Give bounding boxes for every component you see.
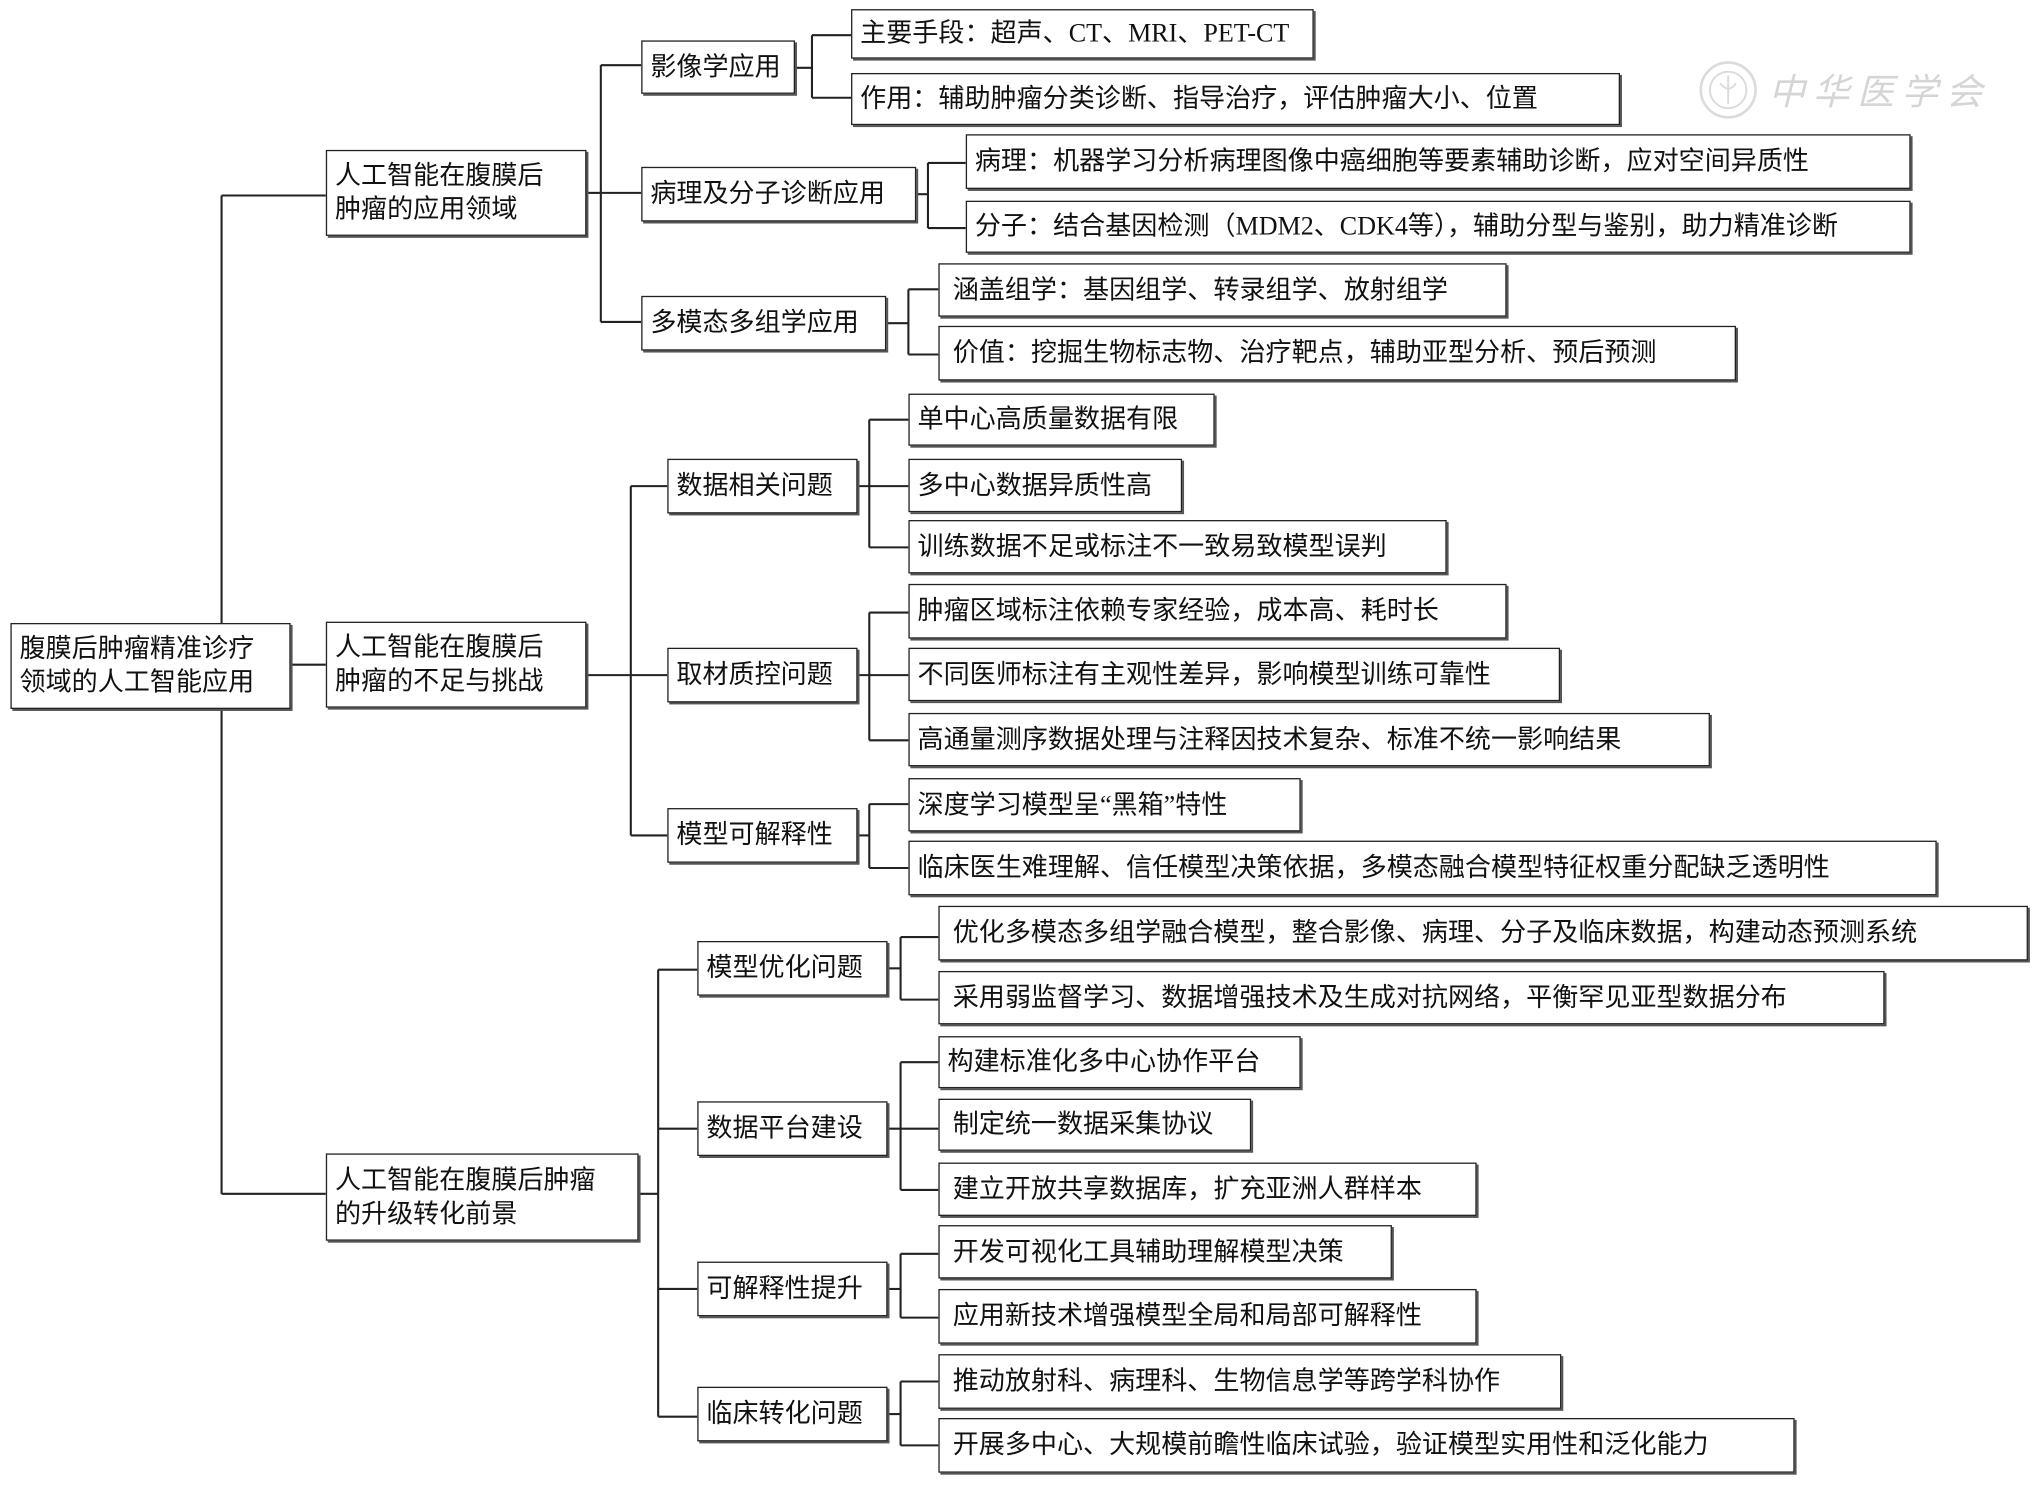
branch-line: 的升级转化前景 [334, 1199, 518, 1229]
watermark-text: 中华医学会 [1768, 72, 1991, 114]
leaf-node: 病理：机器学习分析病理图像中癌细胞等要素辅助诊断，应对空间异质性 [965, 134, 1911, 189]
leaf-node: 临床医生难理解、信任模型决策依据，多模态融合模型特征权重分配缺乏透明性 [908, 840, 1937, 896]
leaf-node: 作用：辅助肿瘤分类诊断、指导治疗，评估肿瘤大小、位置 [851, 72, 1621, 126]
leaf-node: 建立开放共享数据库，扩充亚洲人群样本 [938, 1162, 1477, 1216]
group-node: 多模态多组学应用 [641, 295, 887, 351]
leaf-node: 应用新技术增强模型全局和局部可解释性 [938, 1288, 1477, 1344]
branch-line: 人工智能在腹膜后肿瘤 [334, 1165, 596, 1195]
leaf-node: 深度学习模型呈“黑箱”特性 [908, 778, 1301, 832]
leaf-node: 涵盖组学：基因组学、转录组学、放射组学 [938, 263, 1507, 317]
branch-line: 人工智能在腹膜后 [334, 161, 544, 191]
root-node: 腹膜后肿瘤精准诊疗 领域的人工智能应用 [10, 622, 291, 709]
watermark: 中华医学会 [1698, 60, 1990, 120]
leaf-node: 价值：挖掘生物标志物、治疗靶点，辅助亚型分析、预后预测 [938, 325, 1736, 381]
group-node: 临床转化问题 [697, 1386, 888, 1442]
leaf-node: 采用弱监督学习、数据增强技术及生成对抗网络，平衡罕见亚型数据分布 [938, 970, 1885, 1025]
leaf-node: 推动放射科、病理科、生物信息学等跨学科协作 [938, 1354, 1562, 1409]
branch-challenges: 人工智能在腹膜后 肿瘤的不足与挑战 [325, 621, 587, 708]
group-node: 数据相关问题 [667, 458, 858, 514]
branch-prospects: 人工智能在腹膜后肿瘤 的升级转化前景 [325, 1153, 639, 1241]
leaf-node: 开发可视化工具辅助理解模型决策 [938, 1225, 1392, 1279]
group-node: 模型优化问题 [697, 940, 888, 996]
group-node: 取材质控问题 [667, 647, 858, 703]
leaf-node: 分子：结合基因检测（MDM2、CDK4等），辅助分型与鉴别，助力精准诊断 [965, 200, 1911, 253]
branch-line: 肿瘤的不足与挑战 [334, 667, 544, 696]
group-node: 数据平台建设 [697, 1101, 888, 1157]
society-seal-icon [1699, 61, 1757, 119]
leaf-node: 制定统一数据采集协议 [938, 1098, 1252, 1151]
branch-line: 人工智能在腹膜后 [334, 633, 544, 663]
leaf-node: 训练数据不足或标注不一致易致模型误判 [908, 520, 1447, 574]
leaf-node: 多中心数据异质性高 [908, 458, 1183, 513]
group-node: 模型可解释性 [667, 808, 858, 863]
leaf-node: 单中心高质量数据有限 [908, 393, 1215, 446]
leaf-node: 主要手段：超声、CT、MRI、PET-CT [851, 9, 1314, 59]
leaf-node: 肿瘤区域标注依赖专家经验，成本高、耗时长 [908, 583, 1507, 639]
leaf-node: 开展多中心、大规模前瞻性临床试验，验证模型实用性和泛化能力 [938, 1417, 1795, 1473]
leaf-node: 不同医师标注有主观性差异，影响模型训练可靠性 [908, 647, 1561, 702]
branch-application-areas: 人工智能在腹膜后 肿瘤的应用领域 [325, 149, 587, 236]
root-line: 领域的人工智能应用 [19, 668, 255, 698]
group-node: 影像学应用 [641, 40, 796, 94]
leaf-node: 高通量测序数据处理与注释因技术复杂、标准不统一影响结果 [908, 712, 1710, 767]
leaf-node: 优化多模态多组学融合模型，整合影像、病理、分子及临床数据，构建动态预测系统 [938, 905, 2028, 961]
group-node: 病理及分子诊断应用 [641, 166, 917, 222]
root-line: 腹膜后肿瘤精准诊疗 [19, 634, 255, 664]
group-node: 可解释性提升 [697, 1261, 888, 1317]
leaf-node: 构建标准化多中心协作平台 [938, 1036, 1301, 1089]
branch-line: 肿瘤的应用领域 [334, 195, 518, 225]
